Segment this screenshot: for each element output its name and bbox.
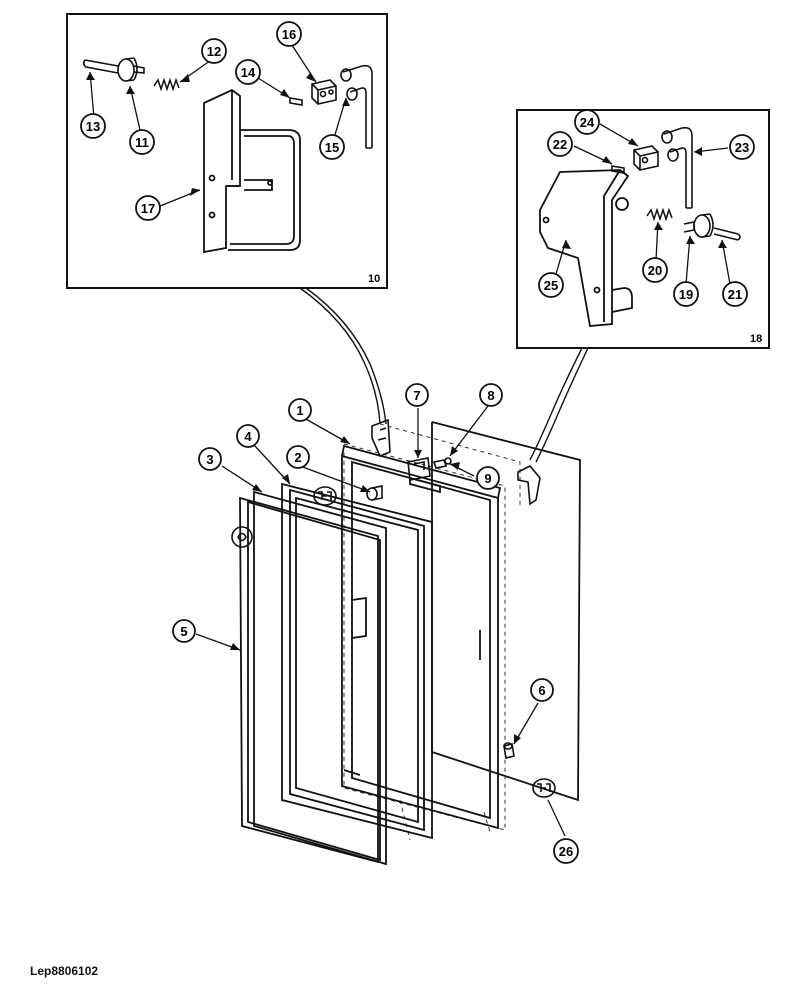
callout-1-label: 1 — [296, 403, 303, 418]
callout-5-label: 5 — [180, 624, 187, 639]
hinge-bracket-top — [371, 418, 391, 458]
callout-15-label: 15 — [325, 140, 339, 155]
callout-1: 1 — [288, 398, 312, 422]
callout-25: 25 — [538, 272, 564, 298]
callout-6-label: 6 — [538, 683, 545, 698]
callout-17: 17 — [135, 195, 161, 221]
part-2-bumper — [366, 485, 383, 501]
phantom-frame — [343, 423, 521, 841]
callout-3-label: 3 — [206, 452, 213, 467]
callout-21: 21 — [722, 281, 748, 307]
grommet-on-seal — [313, 486, 337, 506]
inset-18-frame — [516, 109, 770, 349]
callout-9: 9 — [476, 466, 500, 490]
callout-14-label: 14 — [241, 65, 256, 80]
glass-3 — [247, 490, 387, 866]
part-14-dowel — [289, 97, 303, 106]
callout-17-label: 17 — [141, 201, 155, 216]
door-frame — [341, 444, 502, 830]
callout-24: 24 — [574, 109, 600, 135]
callout-26-label: 26 — [559, 844, 573, 859]
callout-20-label: 20 — [648, 263, 662, 278]
callout-25-label: 25 — [544, 278, 558, 293]
callout-22: 22 — [547, 131, 573, 157]
callout-13: 13 — [80, 113, 106, 139]
callout-20: 20 — [642, 257, 668, 283]
part-11-knob — [117, 57, 145, 82]
callout-4-label: 4 — [244, 429, 252, 444]
callout-11: 11 — [129, 129, 155, 155]
inset-18: 18 — [516, 109, 770, 349]
callout-12-label: 12 — [207, 44, 221, 59]
callout-9-label: 9 — [484, 471, 491, 486]
part-19-knob — [683, 213, 714, 238]
callout-15: 15 — [319, 134, 345, 160]
callout-3: 3 — [198, 447, 222, 471]
latch-fitting-right — [517, 465, 541, 506]
callout-7-label: 7 — [413, 388, 420, 403]
callout-23-label: 23 — [735, 140, 749, 155]
callout-7: 7 — [405, 383, 429, 407]
part-25-bracket — [539, 169, 633, 327]
callout-19-label: 19 — [679, 287, 693, 302]
part-23-handle — [661, 126, 693, 209]
callout-2-label: 2 — [294, 450, 301, 465]
part-26-grommet — [532, 778, 556, 798]
callout-24-label: 24 — [580, 115, 595, 130]
inset-leaders — [299, 287, 589, 463]
callout-14: 14 — [235, 59, 261, 85]
part-6-stop — [503, 742, 515, 759]
inset-18-ref: 18 — [750, 333, 762, 345]
callout-21-label: 21 — [728, 287, 742, 302]
inset-10: 10 — [66, 13, 388, 289]
inset-10-frame — [66, 13, 388, 289]
part-8-screw — [432, 457, 452, 469]
part-24-block — [633, 145, 659, 171]
callout-16: 16 — [276, 21, 302, 47]
callout-19: 19 — [673, 281, 699, 307]
callout-22-label: 22 — [553, 137, 567, 152]
part-13-pin — [82, 59, 119, 74]
callout-8: 8 — [479, 383, 503, 407]
part-17-bracket — [203, 88, 301, 254]
seal-4 — [281, 482, 433, 840]
drain-hole — [231, 526, 253, 548]
seal-5 — [239, 496, 379, 864]
callout-11-label: 11 — [135, 135, 149, 150]
callout-12: 12 — [201, 38, 227, 64]
part-7-hinge — [407, 457, 431, 481]
callout-16-label: 16 — [282, 27, 296, 42]
callout-2: 2 — [286, 445, 310, 469]
part-12-spring — [153, 77, 180, 92]
callout-6: 6 — [530, 678, 554, 702]
part-15-handle — [340, 64, 373, 149]
callout-23: 23 — [729, 134, 755, 160]
arrowheads — [86, 72, 727, 744]
part-21-pin — [713, 227, 741, 241]
document-id: Lep8806102 — [30, 964, 99, 978]
callout-5: 5 — [172, 619, 196, 643]
callout-13-label: 13 — [86, 119, 100, 134]
callout-8-label: 8 — [487, 388, 494, 403]
part-16-block — [311, 79, 337, 105]
callout-4: 4 — [236, 424, 260, 448]
callout-26: 26 — [553, 838, 579, 864]
inset-10-ref: 10 — [368, 273, 380, 285]
part-20-spring — [646, 207, 673, 222]
